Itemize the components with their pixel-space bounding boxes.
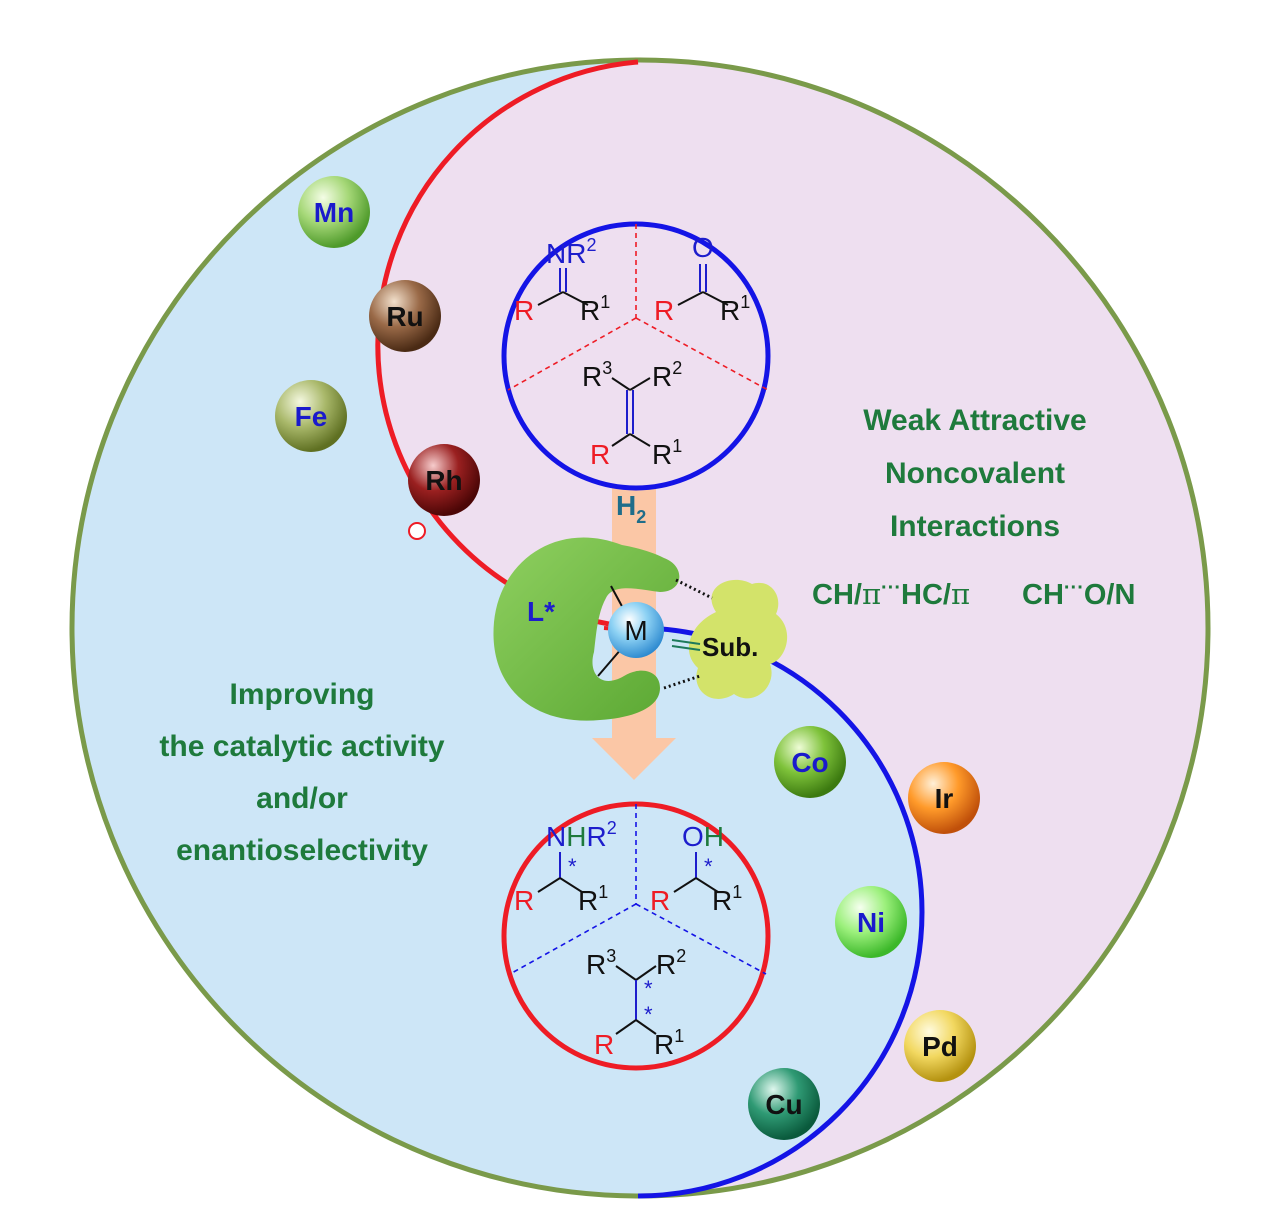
ligand-shape	[493, 537, 680, 721]
interaction-ch-pi: CH/π···HC/π	[812, 577, 970, 611]
amine-r1-label: R1	[578, 882, 608, 916]
substrate-blob	[688, 579, 788, 699]
svg-text:Rh: Rh	[425, 465, 462, 496]
svg-text:Mn: Mn	[314, 197, 354, 228]
improving-activity-label: Improving the catalytic activity and/or …	[159, 678, 444, 867]
metal-ni-icon: Ni	[835, 886, 907, 958]
alkane-stereocenter-star-2: *	[644, 1002, 653, 1027]
alcohol-r1-label: R1	[712, 882, 742, 916]
svg-text:Ru: Ru	[386, 301, 423, 332]
metal-substrate-bond-2	[671, 645, 701, 651]
substrate-label: Sub.	[702, 632, 758, 662]
metal-mn-icon: Mn	[298, 176, 370, 248]
metal-cu-icon: Cu	[748, 1068, 820, 1140]
metal-fe-icon: Fe	[275, 380, 347, 452]
svg-text:Pd: Pd	[922, 1031, 958, 1062]
metal-substrate-bond-1	[671, 639, 701, 645]
svg-text:Fe: Fe	[295, 401, 328, 432]
alcohol-structure: OH * R R1	[650, 821, 742, 916]
svg-text:Ir: Ir	[935, 783, 954, 814]
imine-structure: NR2 R R1	[514, 235, 610, 326]
metal-ru-icon: Ru	[369, 280, 441, 352]
ketone-r-label: R	[654, 295, 674, 326]
metal-ir-icon: Ir	[908, 762, 980, 834]
right-label-line3: Interactions	[890, 510, 1060, 543]
svg-text:Cu: Cu	[765, 1089, 802, 1120]
ketone-o-label: O	[692, 232, 714, 263]
imine-r1-label: R1	[580, 292, 610, 326]
product-circle	[501, 801, 771, 1071]
alkane-r2-label: R2	[656, 946, 686, 980]
alkane-r3-label: R3	[586, 946, 616, 980]
alcohol-stereocenter-star: *	[704, 854, 713, 879]
metal-rh-icon: Rh	[408, 444, 480, 516]
svg-text:Ni: Ni	[857, 907, 885, 938]
alkene-structure: R3 R2 R R1	[582, 358, 682, 470]
ligand-label: L*	[527, 596, 555, 627]
metal-center-sphere	[608, 602, 664, 658]
alkene-r3-label: R3	[582, 358, 612, 392]
metal-pd-icon: Pd	[904, 1010, 976, 1082]
weak-interactions-label: Weak Attractive Noncovalent Interactions	[863, 404, 1086, 543]
left-label-line2: the catalytic activity	[159, 730, 444, 763]
alkane-structure: R3 R2 * * R R1	[586, 946, 686, 1060]
alkene-r-label: R	[590, 439, 610, 470]
alcohol-r-label: R	[650, 885, 670, 916]
amine-stereocenter-star: *	[568, 854, 577, 879]
imine-nr2-label: NR2	[546, 235, 596, 269]
metal-ligand-bond-bottom	[597, 647, 623, 677]
metal-co-icon: Co	[774, 726, 846, 798]
ketone-structure: O R R1	[654, 232, 750, 326]
curve-node-dot	[408, 522, 426, 540]
weak-interaction-top	[675, 578, 713, 600]
h2-label: H2	[616, 490, 646, 527]
svg-text:Co: Co	[791, 747, 828, 778]
ketone-r1-label: R1	[720, 292, 750, 326]
amine-structure: NHR2 * R R1	[514, 818, 617, 916]
metal-center-label: M	[624, 615, 647, 646]
alcohol-oh-label: OH	[682, 821, 724, 852]
right-label-line2: Noncovalent	[885, 457, 1065, 490]
alkene-r1-label: R1	[652, 436, 682, 470]
left-label-line1: Improving	[229, 678, 374, 711]
alkene-r2-label: R2	[652, 358, 682, 392]
imine-r-label: R	[514, 295, 534, 326]
left-label-line4: enantioselectivity	[176, 834, 428, 867]
alkane-r1-label: R1	[654, 1026, 684, 1060]
weak-interaction-bottom	[663, 674, 701, 690]
left-label-line3: and/or	[256, 782, 348, 815]
amine-n-label: NHR2	[546, 818, 617, 852]
alkane-stereocenter-star-1: *	[644, 976, 653, 1001]
amine-r-label: R	[514, 885, 534, 916]
alkane-r-label: R	[594, 1029, 614, 1060]
interaction-ch-on: CH···O/N	[1022, 577, 1135, 611]
substrate-circle	[501, 221, 771, 491]
right-label-line1: Weak Attractive	[863, 404, 1086, 437]
